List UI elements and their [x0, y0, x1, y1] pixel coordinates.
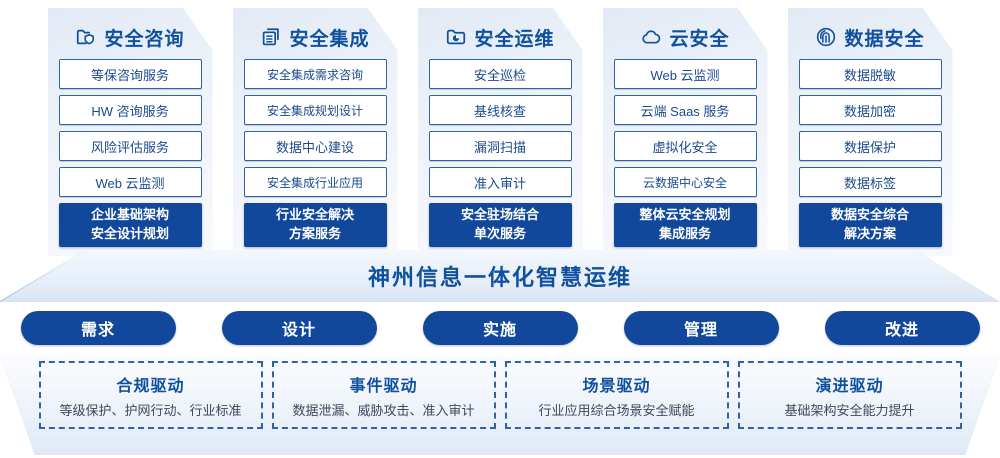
capability-card-security-operations[interactable]: 安全运维 安全巡检 基线核查 漏洞扫描 准入审计 安全驻场结合 单次服务	[417, 8, 583, 256]
driver-subtitle: 行业应用综合场景安全赋能	[538, 402, 695, 418]
card-header: 安全咨询	[59, 17, 202, 57]
card-item-list: 数据脱敏 数据加密 数据保护 数据标签	[798, 59, 942, 197]
phase-pill-management[interactable]: 管理	[623, 311, 779, 345]
card-title: 安全运维	[474, 28, 555, 50]
phase-pill-implementation[interactable]: 实施	[422, 311, 578, 345]
platform-banner: 神州信息一体化智慧运维	[0, 250, 1000, 302]
card-item[interactable]: Web 云监测	[613, 59, 757, 89]
card-item[interactable]: 虚拟化安全	[613, 131, 757, 161]
driver-title: 演进驱动	[815, 377, 884, 395]
card-summary[interactable]: 安全驻场结合 单次服务	[428, 203, 572, 247]
card-summary-line: 整体云安全规划	[639, 207, 731, 223]
driver-subtitle: 数据泄漏、威胁攻击、准入审计	[292, 402, 475, 418]
stacked-document-icon	[263, 28, 280, 46]
card-item[interactable]: Web 云监测	[58, 167, 202, 197]
card-item[interactable]: 准入审计	[428, 167, 572, 197]
driver-subtitle: 基础架构安全能力提升	[784, 402, 915, 418]
card-item[interactable]: HW 咨询服务	[58, 95, 202, 125]
driver-card-incident[interactable]: 事件驱动 数据泄漏、威胁攻击、准入审计	[271, 361, 496, 429]
card-item-list: 安全巡检 基线核查 漏洞扫描 准入审计	[428, 59, 572, 197]
card-summary[interactable]: 企业基础架构 安全设计规划	[58, 203, 202, 247]
card-item[interactable]: 安全巡检	[428, 59, 572, 89]
card-summary[interactable]: 行业安全解决 方案服务	[243, 203, 387, 247]
card-item[interactable]: 数据加密	[798, 95, 942, 125]
phase-pill-improvement[interactable]: 改进	[824, 311, 980, 345]
card-item[interactable]: 数据保护	[798, 131, 942, 161]
driver-card-compliance[interactable]: 合规驱动 等级保护、护网行动、行业标准	[38, 361, 263, 429]
phase-pill-requirements[interactable]: 需求	[20, 311, 176, 345]
driver-title: 合规驱动	[116, 377, 185, 395]
card-header: 数据安全	[799, 17, 942, 57]
card-item[interactable]: 漏洞扫描	[428, 131, 572, 161]
card-item[interactable]: 数据标签	[798, 167, 942, 197]
lifecycle-phase-row: 需求 设计 实施 管理 改进	[0, 311, 1000, 345]
capability-cards: 安全咨询 等保咨询服务 HW 咨询服务 风险评估服务 Web 云监测 企业基础架…	[0, 8, 1000, 256]
card-item[interactable]: 基线核查	[428, 95, 572, 125]
card-summary-line: 数据安全综合	[830, 207, 909, 223]
phase-pill-design[interactable]: 设计	[221, 311, 377, 345]
card-summary-line: 行业安全解决	[275, 207, 354, 223]
driver-row: 合规驱动 等级保护、护网行动、行业标准 事件驱动 数据泄漏、威胁攻击、准入审计 …	[0, 361, 1000, 429]
card-title: 云安全	[669, 28, 730, 50]
capability-card-security-integration[interactable]: 安全集成 安全集成需求咨询 安全集成规划设计 数据中心建设 安全集成行业应用 行…	[232, 8, 398, 256]
card-item[interactable]: 数据脱敏	[798, 59, 942, 89]
card-title: 数据安全	[844, 28, 925, 50]
driver-card-scenario[interactable]: 场景驱动 行业应用综合场景安全赋能	[504, 361, 729, 429]
card-item[interactable]: 风险评估服务	[58, 131, 202, 161]
card-item[interactable]: 云数据中心安全	[613, 167, 757, 197]
banner-surface	[0, 250, 1000, 302]
card-header: 安全运维	[429, 17, 572, 57]
folder-shield-icon	[77, 29, 95, 45]
card-summary-line: 方案服务	[288, 226, 341, 241]
card-summary-line: 企业基础架构	[90, 207, 169, 223]
card-item[interactable]: 等保咨询服务	[58, 59, 202, 89]
capability-card-cloud-security[interactable]: 云安全 Web 云监测 云端 Saas 服务 虚拟化安全 云数据中心安全 整体云…	[602, 8, 768, 256]
card-item[interactable]: 数据中心建设	[243, 131, 387, 161]
driver-title: 事件驱动	[349, 377, 418, 395]
capability-card-data-security[interactable]: 数据安全 数据脱敏 数据加密 数据保护 数据标签 数据安全综合 解决方案	[787, 8, 953, 256]
card-header: 安全集成	[244, 17, 387, 57]
card-item-list: 等保咨询服务 HW 咨询服务 风险评估服务 Web 云监测	[58, 59, 202, 197]
card-item[interactable]: 安全集成需求咨询	[243, 59, 387, 89]
banner-title: 神州信息一体化智慧运维	[367, 265, 632, 290]
card-item[interactable]: 安全集成规划设计	[243, 95, 387, 125]
card-summary-line: 单次服务	[473, 226, 526, 241]
card-header: 云安全	[614, 17, 757, 57]
drivers-base: 合规驱动 等级保护、护网行动、行业标准 事件驱动 数据泄漏、威胁攻击、准入审计 …	[0, 355, 1000, 455]
card-item[interactable]: 安全集成行业应用	[243, 167, 387, 197]
driver-title: 场景驱动	[582, 377, 651, 395]
card-title: 安全咨询	[104, 28, 185, 50]
card-title: 安全集成	[289, 28, 370, 50]
card-summary-line: 安全设计规划	[90, 226, 169, 241]
driver-subtitle: 等级保护、护网行动、行业标准	[59, 402, 242, 418]
capability-card-security-consulting[interactable]: 安全咨询 等保咨询服务 HW 咨询服务 风险评估服务 Web 云监测 企业基础架…	[47, 8, 213, 256]
driver-card-evolution[interactable]: 演进驱动 基础架构安全能力提升	[737, 361, 962, 429]
card-summary-line: 集成服务	[658, 226, 711, 241]
cloud-icon	[642, 30, 661, 44]
card-summary-line: 解决方案	[843, 226, 896, 241]
card-item[interactable]: 云端 Saas 服务	[613, 95, 757, 125]
card-item-list: Web 云监测 云端 Saas 服务 虚拟化安全 云数据中心安全	[613, 59, 757, 197]
fingerprint-icon	[817, 27, 836, 47]
folder-chart-icon	[447, 29, 466, 45]
card-summary-line: 安全驻场结合	[460, 207, 539, 223]
card-item-list: 安全集成需求咨询 安全集成规划设计 数据中心建设 安全集成行业应用	[243, 59, 387, 197]
card-summary[interactable]: 数据安全综合 解决方案	[798, 203, 942, 247]
card-summary[interactable]: 整体云安全规划 集成服务	[613, 203, 757, 247]
base-surface	[0, 355, 1000, 455]
